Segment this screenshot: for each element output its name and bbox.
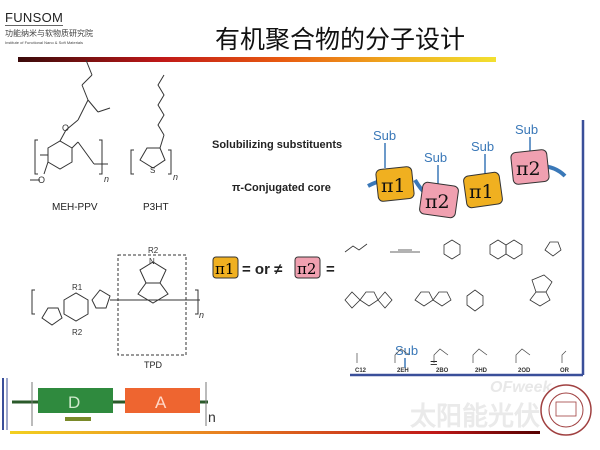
label-meh-ppv: MEH-PPV <box>52 202 98 213</box>
repeat-n: n <box>104 174 109 184</box>
sub-label: Sub <box>373 128 396 143</box>
meh-ppv-structure <box>30 59 111 181</box>
acceptor-label: A <box>155 393 167 412</box>
conjugated-unit-structures <box>344 239 562 312</box>
logo-title: FUNSOM <box>5 10 64 26</box>
equals-sign: = <box>326 261 335 278</box>
repeat-n: n <box>199 310 204 320</box>
chain-c12: C12 <box>355 368 367 374</box>
watermark-solar: 太阳能光伏 <box>410 401 540 431</box>
repeat-n: n <box>208 409 216 425</box>
bdt-tpd-structure <box>31 254 200 356</box>
side-chain-structures <box>356 348 567 363</box>
chain-or: OR <box>560 368 570 374</box>
core-label: π-Conjugated core <box>232 182 331 194</box>
donor-acceptor-diagram <box>2 378 208 430</box>
donor-label: D <box>68 393 80 412</box>
p3ht-structure <box>130 74 172 175</box>
sub-label: Sub <box>424 150 447 165</box>
slide-title: 有机聚合物的分子设计 <box>214 25 465 54</box>
chain-2bo: 2BO <box>436 368 449 374</box>
nitrogen-label: N <box>149 257 155 266</box>
oxygen-label: O <box>62 123 69 133</box>
pi2-legend: π2 <box>297 260 316 278</box>
pi1-legend-box <box>212 256 239 279</box>
logo-subtitle-en: Institute of Functional Nano & Soft Mate… <box>5 40 84 45</box>
label-p3ht: P3HT <box>143 202 169 213</box>
chain-2od: 2OD <box>518 368 531 374</box>
university-seal-icon <box>540 384 592 436</box>
chain-2eh: 2EH <box>397 368 409 374</box>
r2-label: R2 <box>148 246 159 255</box>
sub-label: Sub <box>395 343 418 358</box>
pi2-legend-box <box>294 256 321 279</box>
r1-label: R1 <box>72 283 83 292</box>
sub-label: Sub <box>471 139 494 154</box>
bottom-gradient-bar <box>10 431 540 434</box>
pi1-legend: π1 <box>215 260 234 278</box>
watermark-ofweek: OFweek <box>490 379 552 396</box>
sulfur-label: S <box>150 166 155 175</box>
pi1-block: π1 <box>469 181 494 203</box>
logo-subtitle-cn: 功能纳米与软物质研究院 <box>5 29 93 38</box>
solubilizing-label: Solubilizing substituents <box>212 139 342 151</box>
chain-2hd: 2HD <box>475 368 488 374</box>
pi2-block: π2 <box>516 158 541 180</box>
sub-label: Sub <box>515 122 538 137</box>
title-gradient-bar <box>18 57 496 62</box>
label-tpd: TPD <box>144 360 163 370</box>
equality-label: = or ≠ <box>242 261 283 278</box>
repeat-n: n <box>173 172 178 182</box>
r2-label: R2 <box>72 328 83 337</box>
pi2-block: π2 <box>425 191 450 213</box>
oxygen-label: O <box>38 175 45 185</box>
pi1-block: π1 <box>381 175 406 197</box>
